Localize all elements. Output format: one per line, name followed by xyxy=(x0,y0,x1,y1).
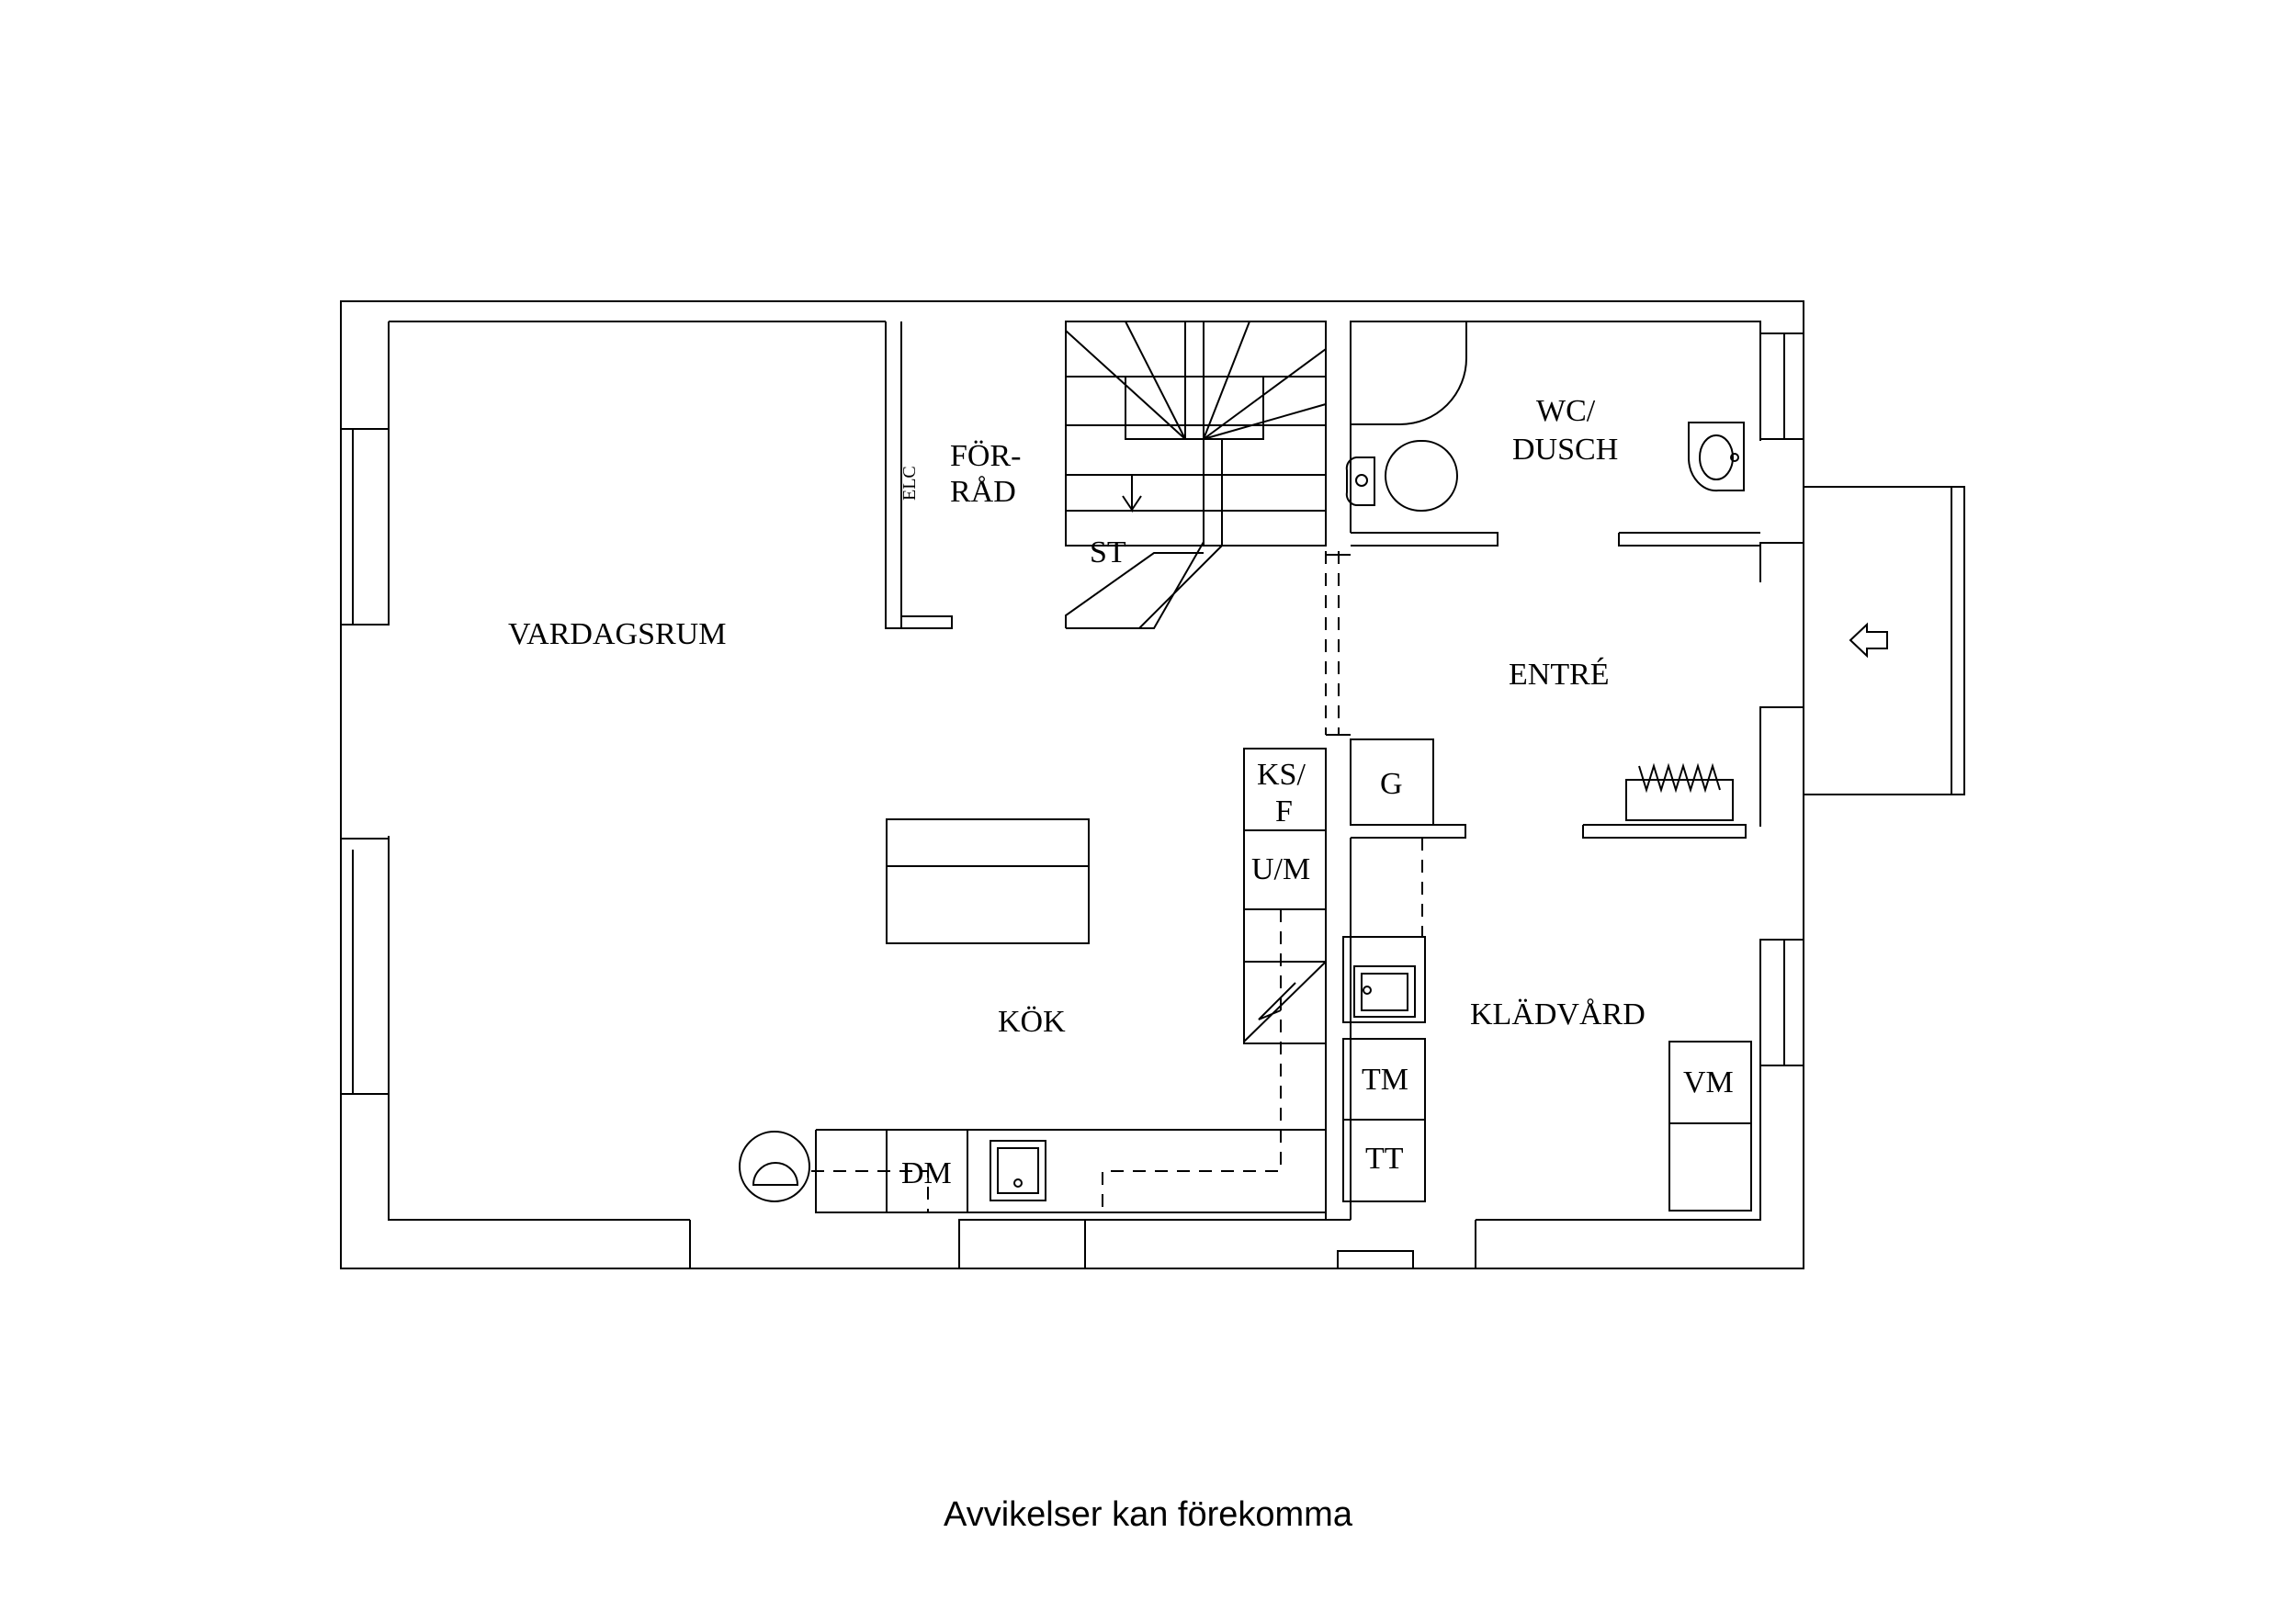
fixture-label-tm: TM xyxy=(1362,1063,1408,1097)
elc-label: ELC xyxy=(899,466,920,501)
cabinet-g xyxy=(1350,738,1434,826)
fixture-label-tt: TT xyxy=(1365,1142,1404,1176)
exterior-walls xyxy=(340,300,1804,1269)
fixture-label-dm: DM xyxy=(901,1156,952,1190)
room-label-entre: ENTRÉ xyxy=(1509,658,1610,692)
room-label-wc-line2: DUSCH xyxy=(1512,433,1618,467)
room-label-vardagsrum: VARDAGSRUM xyxy=(508,617,726,651)
round-table xyxy=(739,1131,810,1202)
entrance-porch xyxy=(1804,486,1965,795)
room-label-kok: KÖK xyxy=(998,1005,1066,1039)
room-label-wc-line1: WC/ xyxy=(1536,394,1596,428)
fixture-label-ksf-line1: KS/ xyxy=(1257,758,1306,792)
staircase xyxy=(1065,321,1327,629)
vm-cabinet xyxy=(1668,1041,1752,1212)
wc-fixtures xyxy=(1345,321,1745,512)
room-label-forrad-line2: RÅD xyxy=(950,475,1016,509)
dashed-lines xyxy=(811,551,1423,1212)
kitchen-cabinets xyxy=(1243,748,1327,1044)
coat-rack xyxy=(1625,762,1734,821)
fixture-label-ksf-line2: F xyxy=(1275,795,1293,828)
kitchen-island xyxy=(886,818,1090,944)
room-label-forrad-line1: FÖR- xyxy=(950,439,1021,473)
interior-walls xyxy=(1065,321,1760,1220)
fixture-label-g: G xyxy=(1380,767,1403,801)
laundry-counter xyxy=(1342,936,1426,1202)
fixture-label-vm: VM xyxy=(1683,1065,1734,1099)
stair-label: ST xyxy=(1090,535,1126,569)
fixture-label-um: U/M xyxy=(1251,852,1310,886)
disclaimer-caption: Avvikelser kan förekomma xyxy=(944,1495,1352,1534)
room-label-kladvard: KLÄDVÅRD xyxy=(1470,997,1646,1031)
bottom-counter xyxy=(815,1129,1326,1213)
